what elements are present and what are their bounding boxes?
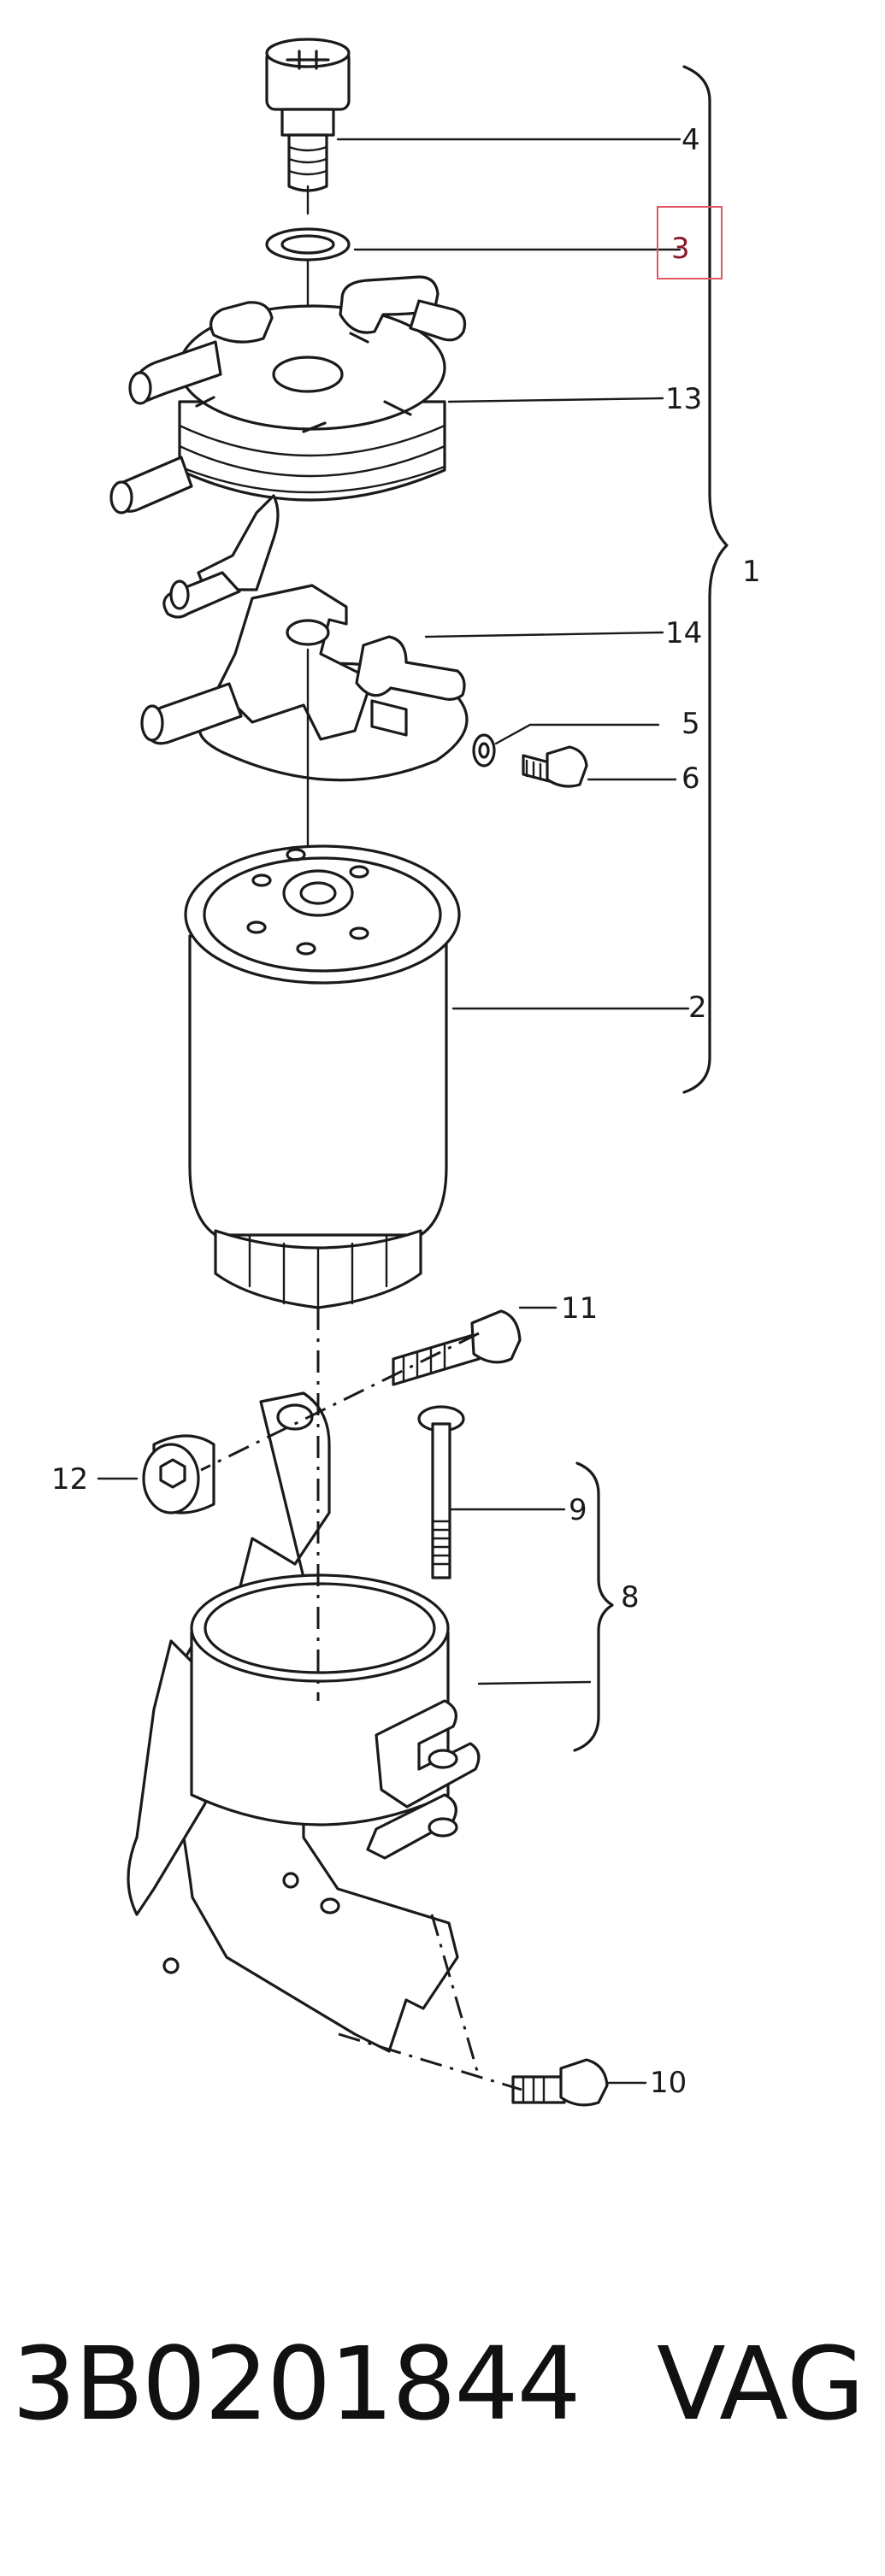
callout-5: 5 (681, 707, 700, 741)
bolt-eleven (392, 1309, 522, 1386)
clamp-screw (417, 1405, 465, 1579)
callout-2: 2 (688, 991, 707, 1025)
grouping-braces (573, 65, 729, 1752)
callout-12: 12 (51, 1462, 88, 1497)
part-number: 3B0201844 (12, 2325, 581, 2443)
footer: 3B0201844 VAG (0, 2333, 885, 2504)
bolt-ten (511, 2058, 609, 2107)
callout-3: 3 (671, 232, 690, 266)
brand-name: VAG (657, 2325, 865, 2443)
clamp-band (190, 1573, 481, 1860)
callout-9: 9 (569, 1493, 587, 1527)
washer-and-bolt (472, 733, 588, 788)
filter-head (109, 275, 467, 619)
centre-lines (200, 1308, 522, 2091)
callout-11: 11 (561, 1291, 598, 1326)
callout-labels: 4 3 13 1 14 5 6 2 11 12 9 8 10 (51, 123, 761, 2100)
banjo-bolt (265, 38, 351, 215)
callout-14: 14 (665, 616, 702, 650)
callout-highlight-box (657, 206, 723, 279)
filter-bracket (140, 584, 469, 865)
callout-1: 1 (742, 555, 761, 589)
rubber-mount (142, 1434, 215, 1514)
callout-13: 13 (665, 382, 702, 416)
filter-cartridge (184, 844, 461, 1309)
callout-8: 8 (621, 1580, 640, 1614)
parts-diagram: 4 3 13 1 14 5 6 2 11 12 9 8 10 (51, 38, 761, 2107)
callout-4: 4 (681, 123, 700, 157)
leader-lines (97, 138, 690, 2085)
callout-6: 6 (681, 762, 700, 796)
o-ring (265, 227, 351, 309)
callout-10: 10 (650, 2066, 687, 2100)
